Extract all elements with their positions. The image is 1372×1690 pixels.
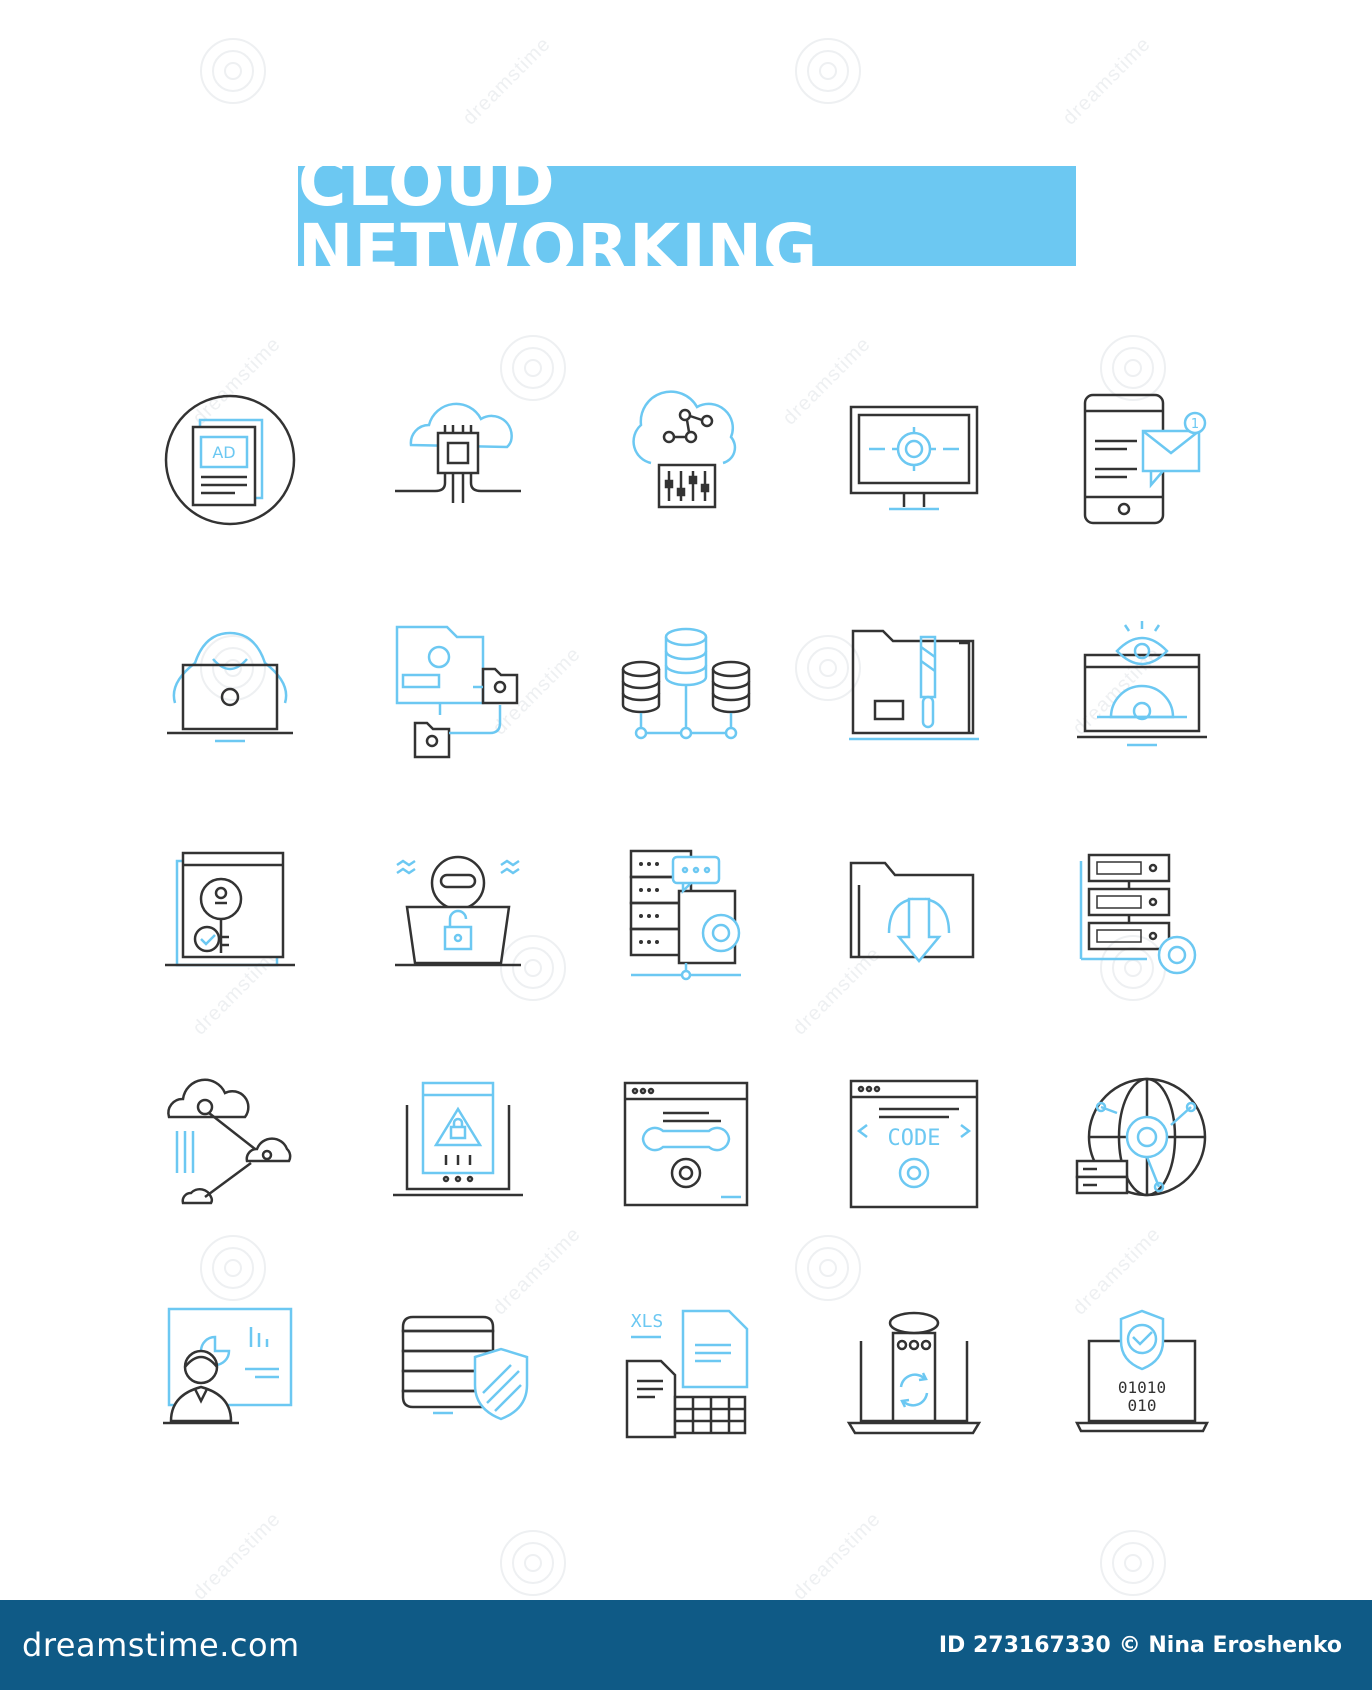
watermark-spiral-icon: [500, 1530, 566, 1596]
laptop-eye-gear-icon: [1067, 613, 1217, 763]
watermark-text: dreamstime: [1058, 32, 1156, 130]
watermark-spiral-icon: [795, 1235, 861, 1301]
xls-label: XLS: [631, 1311, 664, 1332]
laptop-warning-lock-icon: [383, 1069, 533, 1219]
cloud-network-controls-icon: [611, 385, 761, 535]
server-shield-icon: [383, 1297, 533, 1447]
hacker-lock-icon: [383, 841, 533, 991]
folder-download-icon: [839, 841, 989, 991]
ad-document-icon: AD: [155, 385, 305, 535]
monitor-gear-icon: [839, 385, 989, 535]
image-id: ID 273167330: [938, 1632, 1111, 1658]
title-banner: CLOUD NETWORKING: [298, 150, 1076, 282]
watermark-spiral-icon: [200, 38, 266, 104]
code-label: CODE: [888, 1126, 941, 1151]
watermark-spiral-icon: [500, 935, 566, 1001]
watermark-spiral-icon: [1100, 1530, 1166, 1596]
author-credit[interactable]: © Nina Eroshenko: [1118, 1632, 1342, 1658]
server-rack-gear-icon: [1067, 841, 1217, 991]
footer-logo[interactable]: dreamstime.com: [22, 1626, 300, 1664]
globe-gear-server-icon: [1067, 1069, 1217, 1219]
watermark-spiral-icon: [500, 335, 566, 401]
watermark-text: dreamstime: [188, 1507, 286, 1605]
watermark-spiral-icon: [1100, 335, 1166, 401]
icon-grid: AD: [155, 385, 1227, 1445]
cloud-connections-icon: [155, 1069, 305, 1219]
hacker-laptop-icon: [155, 613, 305, 763]
folder-archive-icon: [839, 613, 989, 763]
ad-label: AD: [212, 443, 235, 462]
watermark-text: dreamstime: [458, 32, 556, 130]
cloud-chip-icon: [383, 385, 533, 535]
server-chat-gear-icon: [611, 841, 761, 991]
laptop-binary-shield-icon: 01010 010: [1067, 1297, 1217, 1447]
presenter-dashboard-icon: [155, 1297, 305, 1447]
footer-credit: ID 273167330 © Nina Eroshenko: [939, 1633, 1342, 1658]
user-key-check-icon: [155, 841, 305, 991]
watermark-spiral-icon: [795, 38, 861, 104]
xls-documents-icon: XLS: [611, 1297, 761, 1447]
page-title: CLOUD NETWORKING: [298, 144, 819, 287]
binary-line-2: 010: [1128, 1396, 1157, 1415]
file-folders-network-icon: [383, 613, 533, 763]
watermark-text: dreamstime: [788, 1507, 886, 1605]
browser-code-gear-icon: CODE: [839, 1069, 989, 1219]
database-network-icon: [611, 613, 761, 763]
browser-wrench-gear-icon: [611, 1069, 761, 1219]
watermark-spiral-icon: [200, 1235, 266, 1301]
watermark-spiral-icon: [795, 635, 861, 701]
binary-line-1: 01010: [1118, 1378, 1166, 1397]
laptop-database-sync-icon: [839, 1297, 989, 1447]
phone-message-icon: 1: [1067, 385, 1217, 535]
footer-bar: dreamstime.com ID 273167330 © Nina Erosh…: [0, 1600, 1372, 1690]
notification-badge: 1: [1191, 417, 1199, 432]
